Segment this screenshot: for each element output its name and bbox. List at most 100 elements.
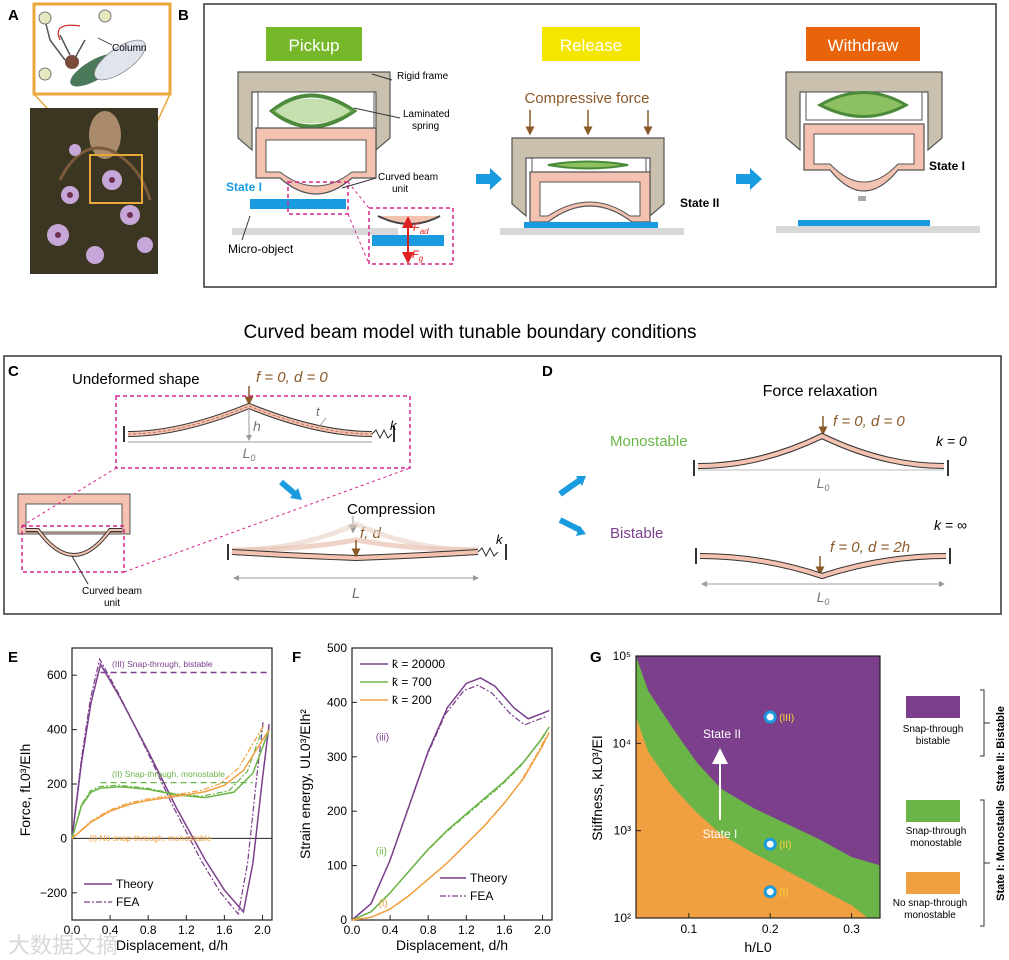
arrow-d1: [558, 477, 582, 497]
y-tick-label: 500: [327, 641, 347, 655]
series-1-fea: [71, 726, 264, 839]
f-g-label: Fg: [412, 249, 424, 263]
d-L0a: L0: [817, 475, 830, 493]
x-tick-label: 0.4: [382, 923, 399, 937]
y-tick-label: 10⁴: [612, 736, 631, 750]
beam-compression: [227, 521, 507, 581]
series-0-theory: [71, 662, 270, 914]
column-label: Column: [112, 43, 146, 54]
flow-arrow-2: [736, 168, 762, 190]
rigid-frame-label: Rigid frame: [397, 71, 449, 82]
series-0-fea: [351, 684, 546, 921]
x-axis-label: Displacement, d/h: [396, 937, 508, 953]
y-tick-label: 600: [47, 668, 67, 682]
series-1-theory: [351, 726, 550, 921]
region-no-snap: [636, 717, 868, 918]
panel-cd-frame: [3, 355, 1002, 615]
stage-withdraw-box: [806, 27, 920, 61]
x-tick-label: 0.3: [843, 922, 860, 936]
x-tick-label: 1.6: [216, 923, 233, 937]
d-title: Force relaxation: [763, 383, 878, 400]
c-f0d0-label: f = 0, d = 0: [256, 369, 328, 386]
y-tick-label: 200: [327, 804, 347, 818]
y-tick-label: −200: [40, 886, 67, 900]
y-tick-label: 400: [327, 695, 347, 709]
micro-object-label: Micro-object: [228, 242, 294, 256]
beam-mono: [693, 432, 949, 476]
stage-withdraw: Withdraw: [828, 36, 900, 55]
point-0: [763, 710, 777, 724]
series-0-theory: [351, 677, 550, 921]
annot-ii: (II) Snap-through, monostable: [112, 769, 225, 779]
state2-label: State II: [680, 196, 719, 210]
series-2-theory: [71, 729, 270, 839]
panel-label-c: C: [8, 363, 19, 380]
stage-release-box: [542, 27, 640, 61]
panel-b-frame: [203, 3, 997, 288]
stage-pickup: Pickup: [288, 36, 339, 55]
point-1: [763, 837, 777, 851]
gl-n1: No snap-through: [893, 898, 968, 909]
annot-iii: (III) Snap-through, bistable: [112, 659, 213, 669]
state2-text: State II: [703, 727, 741, 741]
pickup-device: [232, 71, 454, 265]
arrow-d2: [558, 517, 582, 533]
d-f0d2h-label: f = 0, d = 2h: [830, 539, 910, 556]
x-axis-label: Displacement, d/h: [116, 937, 228, 953]
y-tick-label: 200: [47, 777, 67, 791]
arrow-c: [279, 479, 297, 497]
x-tick-label: 0.1: [681, 922, 698, 936]
series-0-fea: [71, 657, 264, 916]
x-tick-label: 2.0: [254, 923, 271, 937]
spring-label: spring: [412, 121, 439, 132]
y-axis-label: Stiffness, kL0³/EI: [589, 735, 605, 841]
y-tick-label: 10²: [614, 911, 631, 925]
annot-i: (i): [379, 898, 388, 909]
legend-2: k̄ = 200: [392, 693, 432, 707]
c-cbu2: unit: [104, 598, 120, 609]
release-device: Compressive force: [500, 90, 684, 235]
point-label-0: (III): [779, 713, 794, 724]
state1-text: State I: [703, 827, 738, 841]
annot-i: (I) No snap-through, monostable: [89, 833, 212, 843]
flower-shapes: [47, 111, 153, 264]
undeformed-label: Undeformed shape: [72, 371, 200, 388]
y-axis-label: Force, fL0³/EIh: [17, 744, 33, 837]
L0-label: L0: [243, 445, 256, 463]
stage-pickup-box: [266, 27, 362, 61]
x-tick-label: 1.2: [458, 923, 475, 937]
x-tick-label: 0.2: [762, 922, 779, 936]
panel-label-a: A: [8, 7, 19, 24]
annot-iii: (iii): [376, 732, 389, 743]
monostable-label: Monostable: [610, 433, 688, 450]
series-2-fea: [351, 737, 546, 921]
bistable-label: Bistable: [610, 525, 663, 542]
d-L0b: L0: [817, 589, 830, 607]
panel-label-d: D: [542, 363, 553, 380]
y-tick-label: 0: [60, 831, 67, 845]
panel-label-b: B: [178, 7, 189, 24]
g-legend-bistable: [906, 696, 960, 718]
gl-state2: State II: Bistable: [995, 706, 1007, 792]
gl-b1: Snap-through: [903, 724, 964, 735]
y-tick-label: 100: [327, 859, 347, 873]
legend-0: k̄ = 20000: [392, 657, 445, 671]
point-label-1: (II): [779, 840, 791, 851]
laminated-label: Laminated: [403, 109, 450, 120]
x-tick-label: 0.8: [140, 923, 157, 937]
series-2-fea: [71, 726, 264, 839]
series-2-theory: [351, 731, 550, 921]
stage-release: Release: [560, 36, 622, 55]
t-label: t: [316, 404, 321, 419]
gl-m2: monostable: [910, 838, 962, 849]
zoom-box: [89, 154, 143, 204]
y-tick-label: 10³: [614, 824, 631, 838]
state1-label: State I: [226, 180, 262, 194]
plot-frame: [635, 655, 881, 919]
compression-label: Compression: [347, 501, 435, 518]
gl-state1: State I: Monostable: [995, 800, 1007, 901]
x-tick-label: 1.6: [496, 923, 513, 937]
